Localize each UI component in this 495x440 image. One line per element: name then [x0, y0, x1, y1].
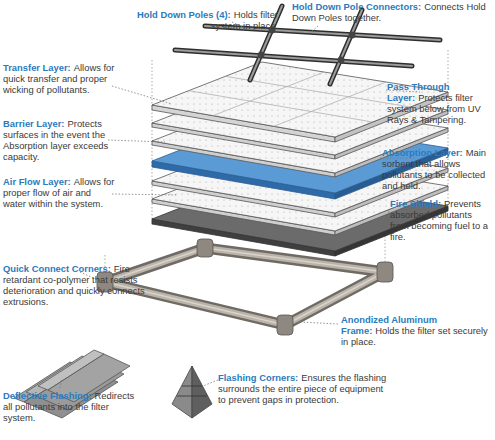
- hold-down-poles: [349, 32, 356, 39]
- aluminum-frame: [105, 248, 385, 325]
- flashing-corner: [172, 366, 212, 418]
- part-name: Hold Down Poles (4):: [137, 9, 231, 20]
- aluminum-frame: [377, 262, 393, 282]
- callout-text: Pass Through Layer:Protects filter syste…: [387, 81, 493, 125]
- part-name: Barrier Layer:: [3, 118, 65, 129]
- part-name: Quick Connect Corners:: [3, 263, 111, 274]
- callout-text: Quick Connect Corners:Fire retardant co-…: [3, 263, 153, 307]
- part-name: Absorption Layer:: [382, 147, 463, 158]
- callout-text: Absorption Layer:Main sorbent that allow…: [382, 147, 492, 191]
- hold-down-poles: [258, 52, 265, 59]
- pass-through-layer: [213, 72, 324, 116]
- pass-through-layer: [189, 72, 411, 126]
- leader-lines: [112, 194, 178, 195]
- part-name: Flashing Corners:: [218, 372, 298, 383]
- flashing-corner: [182, 386, 202, 387]
- leader-lines: [300, 322, 338, 324]
- hold-down-poles: [175, 50, 412, 66]
- aluminum-frame: [105, 248, 385, 325]
- leader-lines: [310, 26, 318, 33]
- leader-lines: [112, 86, 172, 104]
- flashing-corner: [172, 366, 192, 418]
- callout-text: Transfer Layer:Allows for quick transfer…: [3, 62, 115, 95]
- flashing-corner: [177, 396, 207, 397]
- callout-text: Anondized Aluminum Frame:Holds the filte…: [341, 314, 491, 347]
- callout-text: Hold Down Poles (4):Holds filter system …: [120, 9, 278, 31]
- callout-text: Hold Down Pole Connectors:Connects Hold …: [292, 1, 492, 23]
- hold-down-poles: [338, 57, 345, 64]
- aluminum-frame: [277, 315, 293, 335]
- callout-text: Flashing Corners:Ensures the flashing su…: [218, 372, 393, 405]
- leader-lines: [108, 140, 165, 142]
- aluminum-frame: [197, 239, 213, 257]
- hold-down-poles: [175, 50, 412, 66]
- pass-through-layer: [225, 76, 410, 107]
- part-name: Deflective Flashing:: [3, 390, 92, 401]
- callout-text: Air Flow Layer:Allows for proper flow of…: [3, 176, 115, 209]
- callout-text: Deflective Flashing:Redirects all pollut…: [3, 390, 143, 423]
- callout-text: Barrier Layer:Protects surfaces in the e…: [3, 118, 115, 162]
- hold-down-poles: [258, 27, 356, 64]
- aluminum-frame: [105, 248, 385, 325]
- leader-lines: [203, 380, 218, 386]
- leader-lines: [60, 378, 62, 388]
- part-name: Hold Down Pole Connectors:: [292, 1, 421, 12]
- callout-text: Fire Shield:Prevents absorbed pollutants…: [390, 198, 493, 242]
- part-name: Air Flow Layer:: [3, 176, 71, 187]
- flashing-corner: [192, 366, 212, 418]
- pass-through-layer: [274, 82, 386, 126]
- part-name: Fire Shield:: [390, 198, 441, 209]
- pass-through-layer: [189, 91, 373, 122]
- part-name: Transfer Layer:: [3, 62, 71, 73]
